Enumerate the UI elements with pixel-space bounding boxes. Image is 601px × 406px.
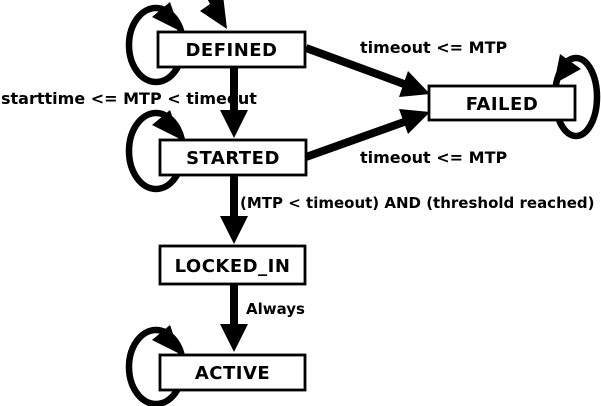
label-started-to-locked-in: (MTP < timeout) AND (threshold reached)	[240, 194, 595, 212]
state-defined-label: DEFINED	[185, 40, 277, 61]
state-started-box	[158, 138, 308, 177]
state-defined: DEFINED	[156, 30, 307, 69]
state-failed-box	[427, 84, 577, 122]
label-defined-to-failed: timeout <= MTP	[360, 38, 507, 57]
arrowhead-loop-defined	[152, 2, 180, 31]
state-active-box	[158, 353, 307, 392]
state-locked-in: LOCKED_IN	[158, 244, 307, 286]
arrowhead-started-failed	[399, 109, 430, 134]
arrowhead-loop-active	[152, 325, 180, 354]
arrowhead-initial-defined	[200, 0, 227, 29]
state-locked-in-box	[158, 244, 307, 286]
arrowhead-locked-in-active	[220, 324, 248, 352]
state-failed: FAILED	[427, 84, 577, 122]
state-active-label: ACTIVE	[195, 363, 270, 384]
edge-started-to-failed	[304, 118, 406, 161]
arrowhead-defined-started	[220, 110, 248, 138]
state-failed-label: FAILED	[466, 94, 539, 115]
label-locked-in-to-active: Always	[246, 300, 305, 318]
state-started-label: STARTED	[186, 148, 280, 169]
state-active: ACTIVE	[158, 353, 307, 392]
arrowhead-started-locked-in	[220, 216, 248, 244]
state-started: STARTED	[158, 138, 308, 177]
arrowhead-loop-failed	[554, 54, 581, 84]
arrowhead-defined-failed	[399, 71, 430, 97]
state-defined-box	[156, 30, 307, 69]
edge-defined-to-failed	[304, 44, 406, 88]
label-started-to-failed: timeout <= MTP	[360, 148, 507, 167]
arrowhead-loop-started	[152, 110, 180, 139]
label-defined-to-started: starttime <= MTP < timeout	[1, 89, 257, 108]
state-locked-in-label: LOCKED_IN	[175, 256, 291, 277]
